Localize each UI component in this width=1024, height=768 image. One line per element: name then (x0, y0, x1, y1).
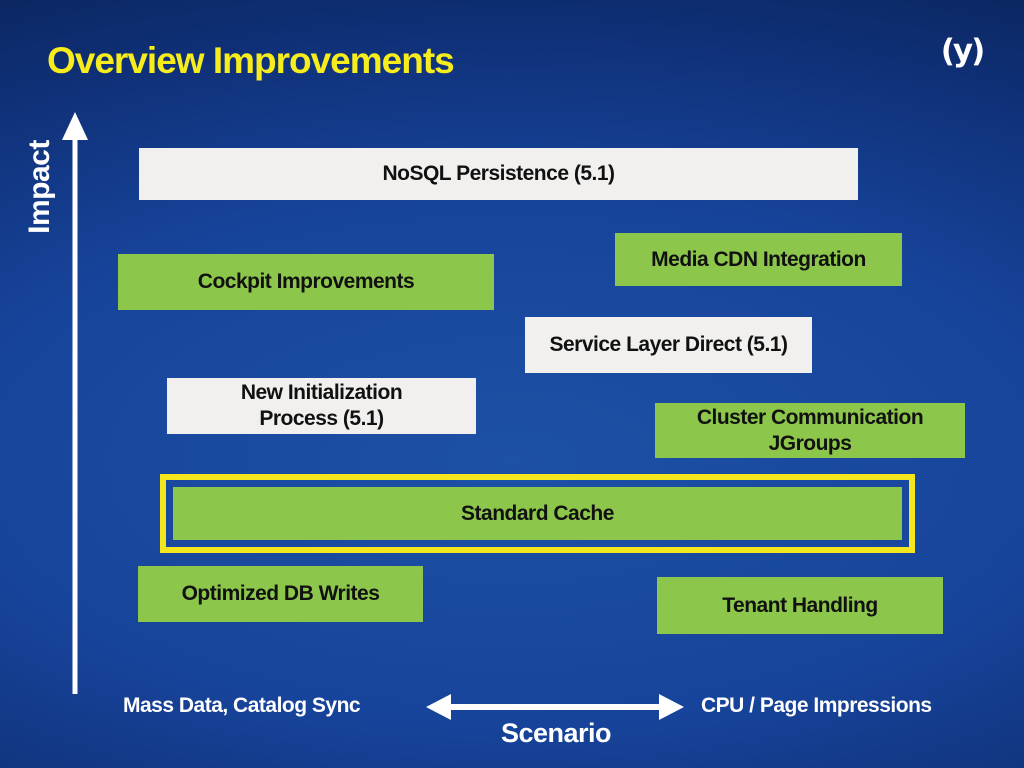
box-label: Tenant Handling (722, 593, 878, 617)
box-label: Cluster Communication JGroups (696, 405, 924, 455)
box-label: New Initialization Process (5.1) (240, 381, 403, 430)
page-title: Overview Improvements (47, 40, 455, 81)
box-media-cdn-integration: Media CDN Integration (615, 233, 902, 286)
x-axis-right-label: CPU / Page Impressions (701, 694, 932, 717)
hybris-y-logo: (y) (940, 33, 986, 69)
box-tenant-handling: Tenant Handling (657, 577, 943, 634)
y-axis-label: Impact (23, 140, 56, 234)
box-cockpit-improvements: Cockpit Improvements (118, 254, 494, 310)
box-label: Optimized DB Writes (181, 582, 380, 605)
box-label: Standard Cache (461, 501, 614, 525)
box-label: Media CDN Integration (651, 247, 866, 271)
box-label: Cockpit Improvements (197, 270, 415, 293)
box-label: NoSQL Persistence (5.1) (382, 162, 615, 185)
box-nosql-persistence: NoSQL Persistence (5.1) (139, 148, 858, 200)
x-axis-label: Scenario (500, 718, 612, 748)
box-service-layer-direct: Service Layer Direct (5.1) (525, 317, 812, 373)
box-standard-cache: Standard Cache (173, 487, 902, 540)
box-new-initialization-process: New Initialization Process (5.1) (167, 378, 476, 434)
impact-axis-arrow-icon (62, 112, 88, 694)
x-axis-left-label: Mass Data, Catalog Sync (123, 694, 361, 717)
box-label: Service Layer Direct (5.1) (549, 333, 788, 356)
box-cluster-communication-jgroups: Cluster Communication JGroups (655, 403, 965, 458)
box-optimized-db-writes: Optimized DB Writes (138, 566, 423, 622)
scenario-axis-arrow-icon (426, 694, 684, 720)
standard-cache-highlight-frame: Standard Cache (160, 474, 915, 553)
